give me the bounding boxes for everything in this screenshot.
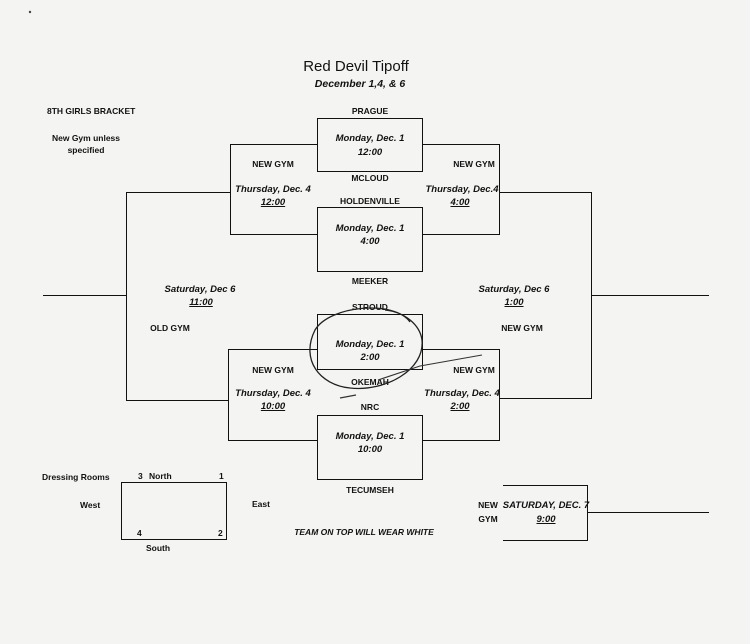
game4-day: Monday, Dec. 1 <box>335 431 405 442</box>
game2-day: Monday, Dec. 1 <box>335 223 405 234</box>
game-box-1 <box>317 118 423 172</box>
left-bottom-gym: NEW GYM <box>252 365 294 375</box>
east-label: East <box>252 499 270 509</box>
gym-note: New Gym unless specified <box>51 133 121 155</box>
left-semi-time: 11:00 <box>189 297 213 308</box>
game3-day: Monday, Dec. 1 <box>335 339 405 350</box>
game-box-4 <box>317 415 423 480</box>
right-bottom-time: 2:00 <box>450 401 470 412</box>
dressing-rooms-box <box>121 482 227 540</box>
team-stroud: STROUD <box>352 302 388 312</box>
left-bottom-time: 10:00 <box>260 401 286 412</box>
south-label: South <box>146 543 171 553</box>
team-okemah: OKEMAH <box>351 377 389 387</box>
right-semi-time: 1:00 <box>504 297 524 308</box>
dressing-rooms-label: Dressing Rooms <box>42 472 110 482</box>
left-semi-day: Saturday, Dec 6 <box>164 284 236 295</box>
event-dates: December 1,4, & 6 <box>314 78 406 90</box>
final-day: SATURDAY, DEC. 7 <box>502 500 590 511</box>
game2-time: 4:00 <box>360 236 380 247</box>
left-top-day: Thursday, Dec. 4 <box>235 184 311 195</box>
right-semi-day: Saturday, Dec 6 <box>478 284 550 295</box>
pen-circle-mark <box>309 307 423 390</box>
right-semi-gym: NEW GYM <box>501 323 543 333</box>
game4-time: 10:00 <box>357 444 383 455</box>
pen-dash-mark <box>339 394 357 399</box>
left-top-gym: NEW GYM <box>252 159 294 169</box>
footnote: TEAM ON TOP WILL WEAR WHITE <box>294 527 434 537</box>
game1-day: Monday, Dec. 1 <box>335 133 405 144</box>
team-holdenville: HOLDENVILLE <box>340 196 400 206</box>
north-label: North <box>149 471 172 481</box>
right-top-day: Thursday, Dec.4 <box>425 184 499 195</box>
speck-mark <box>28 10 32 14</box>
final-gym-line2: GYM <box>478 514 498 524</box>
team-nrc: NRC <box>360 402 380 412</box>
page-title: Red Devil Tipoff <box>303 58 409 75</box>
team-prague: PRAGUE <box>351 106 389 116</box>
left-bottom-day: Thursday, Dec. 4 <box>235 388 311 399</box>
game1-time: 12:00 <box>357 147 383 158</box>
game3-time: 2:00 <box>360 352 380 363</box>
left-semi-gym: OLD GYM <box>150 323 190 333</box>
right-top-time: 4:00 <box>450 197 470 208</box>
right-bottom-gym: NEW GYM <box>453 365 495 375</box>
final-time: 9:00 <box>536 514 556 525</box>
team-meeker: MEEKER <box>351 276 389 286</box>
final-gym-line1: NEW <box>478 500 498 510</box>
left-top-time: 12:00 <box>260 197 286 208</box>
room-3-label: 3 <box>138 471 143 481</box>
pen-stroke-mark <box>377 354 483 381</box>
bracket-label: 8TH GIRLS BRACKET <box>47 106 136 116</box>
right-bottom-day: Thursday, Dec. 4 <box>424 388 500 399</box>
west-label: West <box>80 500 101 510</box>
game-box-2 <box>317 207 423 272</box>
team-mcloud: MCLOUD <box>351 173 389 183</box>
right-top-gym: NEW GYM <box>453 159 495 169</box>
room-2-label: 2 <box>218 528 223 538</box>
room-1-label: 1 <box>219 471 224 481</box>
room-4-label: 4 <box>137 528 142 538</box>
team-tecumseh: TECUMSEH <box>346 485 394 495</box>
